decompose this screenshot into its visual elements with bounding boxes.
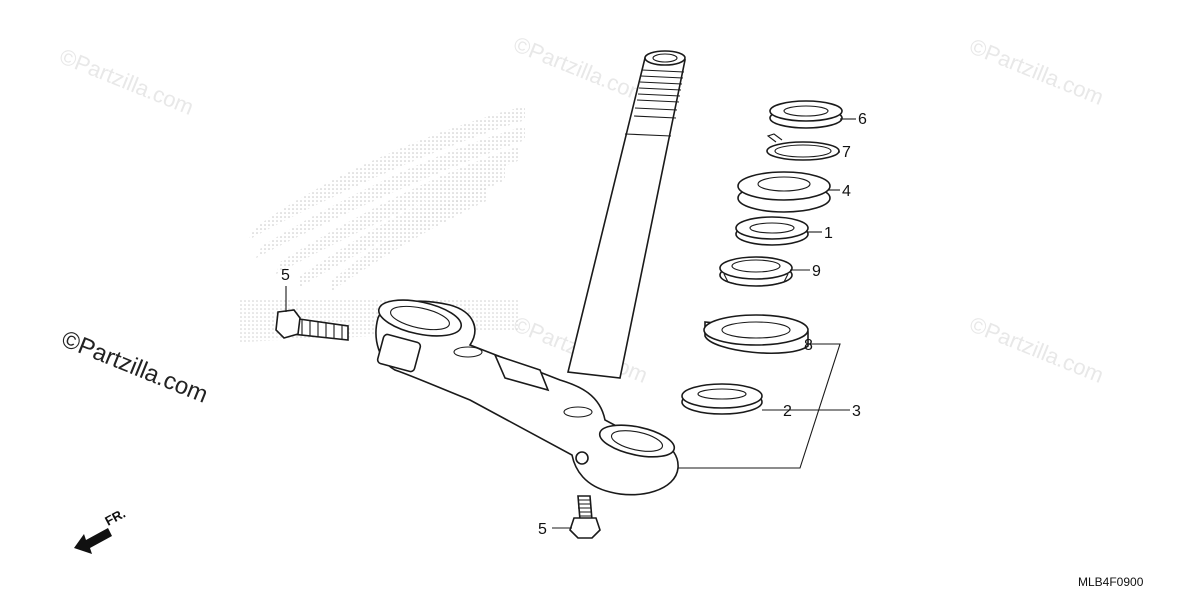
callout-8: 8 [804,337,813,354]
watermark-mid-right: ©Partzilla.com [966,311,1107,387]
front-direction-indicator: FR. [74,506,128,554]
direction-label: FR. [102,506,128,529]
diagram-code: MLB4F0900 [1078,575,1144,589]
callout-5-upper: 5 [281,267,290,284]
callout-3: 3 [852,403,861,420]
bolt-lower [569,495,601,539]
callout-5-lower: 5 [538,521,547,538]
upper-bearing [719,256,793,287]
lower-dust-seal [681,383,763,415]
watermark-top-left: ©Partzilla.com [56,43,197,119]
bolt-upper [275,309,349,341]
callout-2: 2 [783,403,792,420]
lower-triple-clamp [375,299,679,496]
callout-9: 9 [812,263,821,280]
watermark-top-center: ©Partzilla.com [510,31,651,107]
lower-bearing [703,314,809,355]
watermark-top-right: ©Partzilla.com [966,33,1107,109]
callout-1: 1 [824,225,833,242]
callout-labels: 6 7 4 1 9 8 2 3 5 5 [281,111,867,538]
lock-nut [769,100,843,129]
steering-stem [567,50,686,379]
callout-4: 4 [842,183,851,200]
watermark-left-large: ©Partzilla.com [58,326,212,409]
lock-washer [766,133,840,161]
dust-seal [735,216,809,246]
arrow-forward-icon [74,528,112,554]
leader-lines [285,118,856,529]
adjusting-nut [737,171,831,213]
callout-7: 7 [842,144,851,161]
callout-6: 6 [858,111,867,128]
